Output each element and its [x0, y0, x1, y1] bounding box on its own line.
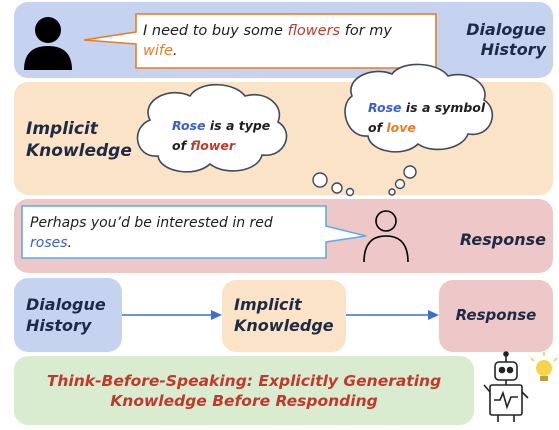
user-icon	[24, 17, 72, 70]
flow-box-response	[439, 280, 553, 352]
knowledge-fact-1: Rose is a type of flower	[172, 118, 271, 153]
robot-icon	[483, 351, 529, 422]
flow-arrow-1	[122, 310, 222, 320]
knowledge-fact-2: Rose is a symbol of love	[368, 100, 486, 135]
flow-box-implicit-knowledge	[222, 280, 346, 352]
flow-box-response-label: Response	[455, 306, 537, 324]
thought-cloud-2	[344, 63, 494, 153]
implicit-knowledge-label: Implicit Knowledge	[26, 119, 132, 161]
responder-icon	[363, 210, 409, 263]
title-panel	[14, 356, 474, 425]
lightbulb-icon	[530, 352, 558, 381]
figure-title: Think-Before-Speaking: Explicitly Genera…	[46, 372, 442, 410]
response-label: Response	[459, 230, 546, 249]
response-speech-bubble	[21, 205, 367, 259]
flow-box-dialogue-history-label: Dialogue History	[26, 295, 106, 335]
user-speech-bubble	[83, 13, 437, 69]
flow-box-dialogue-history	[14, 278, 122, 352]
thought-cloud-1	[136, 84, 288, 173]
user-utterance: I need to buy some flowers for my wife.	[143, 23, 392, 59]
response-utterance: Perhaps you’d be interested in red roses…	[30, 215, 273, 251]
thought-trail-dots	[312, 165, 417, 197]
dialogue-history-label: Dialogue History	[466, 20, 546, 59]
flow-arrow-2	[346, 310, 439, 320]
flow-box-implicit-knowledge-label: Implicit Knowledge	[234, 295, 334, 335]
